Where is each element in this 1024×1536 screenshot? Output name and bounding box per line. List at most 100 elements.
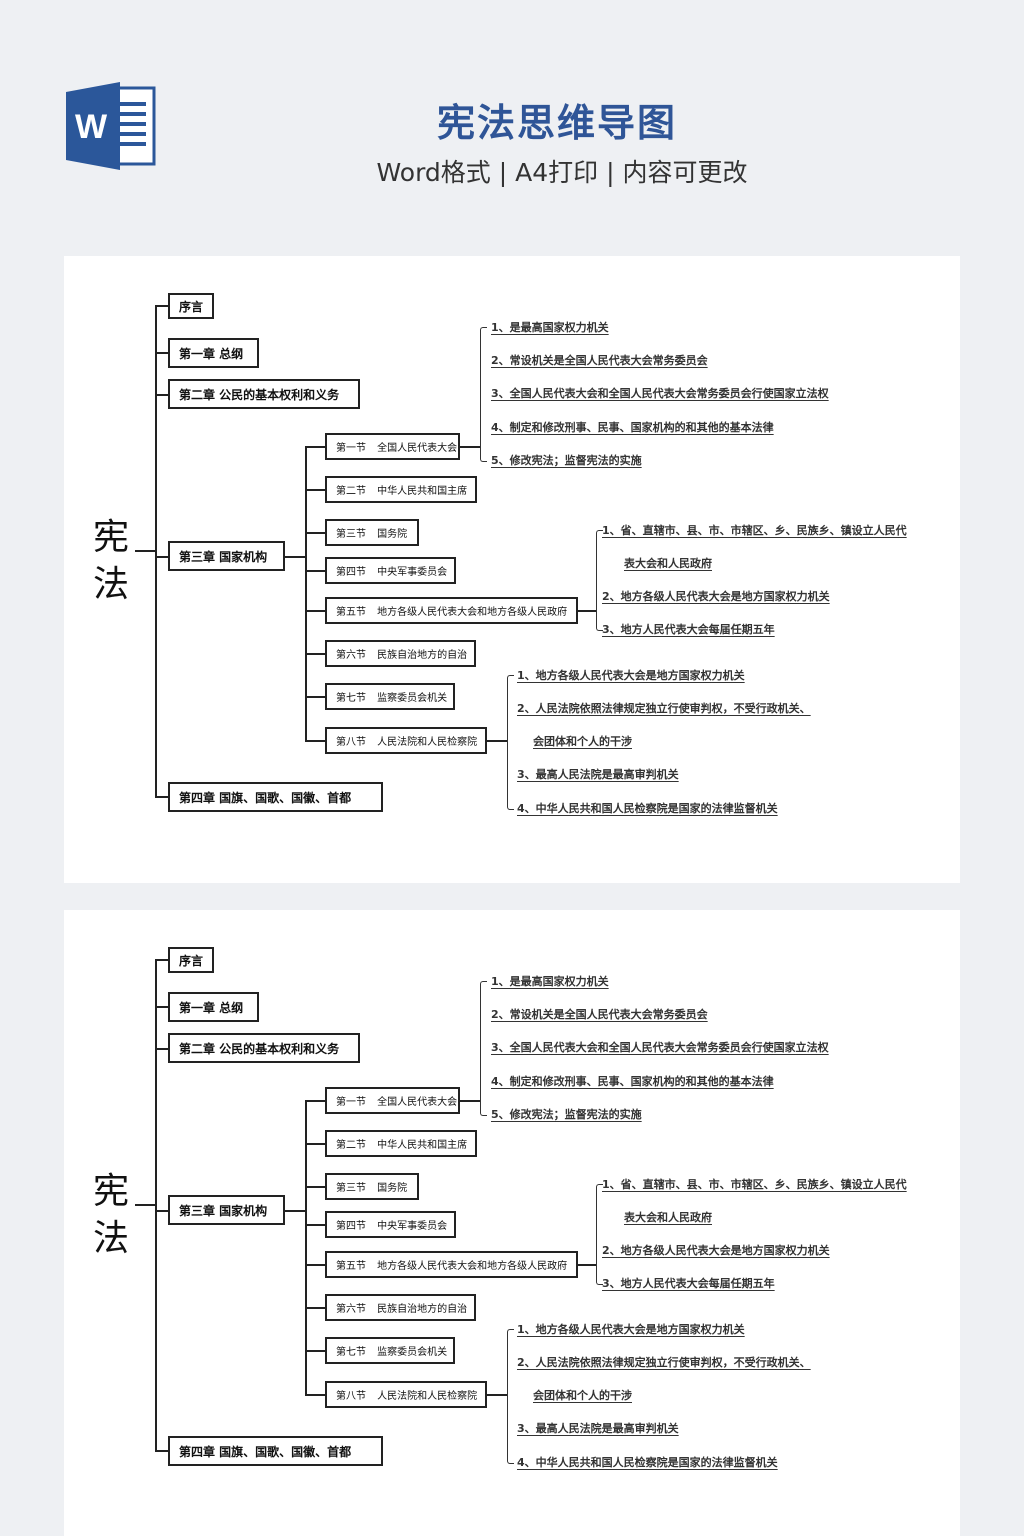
list-item: 5、修改宪法；监督宪法的实施 xyxy=(491,454,642,467)
bracket xyxy=(507,675,514,810)
list-item-continued: 会团体和个人的干涉 xyxy=(533,735,632,748)
section-2: 第二节 中华人民共和国主席 xyxy=(325,476,477,503)
connector xyxy=(305,696,325,698)
list-item: 1、省、直辖市、县、市、市辖区、乡、民族乡、镇设立人民代 xyxy=(602,1178,907,1191)
page-subtitle: Word格式 | A4打印 | 内容可更改 xyxy=(376,158,748,187)
connector xyxy=(305,570,325,572)
bracket xyxy=(480,981,487,1116)
connector xyxy=(305,532,325,534)
section-5: 第五节 地方各级人民代表大会和地方各级人民政府 xyxy=(325,1251,578,1278)
chapter-preface: 序言 xyxy=(168,947,214,973)
section-6: 第六节 民族自治地方的自治 xyxy=(325,640,476,667)
connector xyxy=(155,352,168,354)
chapter-2: 第二章 公民的基本权利和义务 xyxy=(168,1033,360,1063)
connector xyxy=(460,446,480,448)
section-8: 第八节 人民法院和人民检察院 xyxy=(325,1381,487,1408)
section-2: 第二节 中华人民共和国主席 xyxy=(325,1130,477,1157)
bracket xyxy=(480,327,487,462)
connector xyxy=(155,1006,168,1008)
list-item: 1、是最高国家权力机关 xyxy=(491,321,609,334)
list-item: 4、中华人民共和国人民检察院是国家的法律监督机关 xyxy=(517,802,778,815)
connector xyxy=(487,740,507,742)
section-5: 第五节 地方各级人民代表大会和地方各级人民政府 xyxy=(325,597,578,624)
chapter-preface: 序言 xyxy=(168,293,214,319)
section-6: 第六节 民族自治地方的自治 xyxy=(325,1294,476,1321)
bracket xyxy=(596,1184,603,1285)
connector xyxy=(305,1264,325,1266)
chapter-1: 第一章 总纲 xyxy=(168,992,259,1022)
mind-map: 宪法 序言 第一章 总纲 第二章 公民的基本权利和义务 第三章 国家机构 第四章… xyxy=(64,910,960,1536)
list-item: 3、地方人民代表大会每届任期五年 xyxy=(602,623,775,636)
connector xyxy=(305,446,325,448)
connector xyxy=(305,610,325,612)
list-item-continued: 表大会和人民政府 xyxy=(624,557,712,570)
chapter-1: 第一章 总纲 xyxy=(168,338,259,368)
connector xyxy=(155,959,168,961)
list-item: 3、最高人民法院是最高审判机关 xyxy=(517,1422,679,1435)
list-item: 3、最高人民法院是最高审判机关 xyxy=(517,768,679,781)
connector xyxy=(305,1350,325,1352)
section-1: 第一节 全国人民代表大会 xyxy=(325,433,460,460)
list-item: 2、地方各级人民代表大会是地方国家权力机关 xyxy=(602,1244,830,1257)
document-page-1: 宪法 序言 第一章 总纲 第二章 公民的基本权利和义务 第三章 国家机构 第四章… xyxy=(64,256,960,883)
chapter-2: 第二章 公民的基本权利和义务 xyxy=(168,379,360,409)
chapter-4: 第四章 国旗、国歌、国徽、首都 xyxy=(168,782,383,812)
connector xyxy=(305,1307,325,1309)
connector xyxy=(155,1450,168,1452)
connector xyxy=(305,1186,325,1188)
list-item: 1、省、直辖市、县、市、市辖区、乡、民族乡、镇设立人民代 xyxy=(602,524,907,537)
word-icon: W xyxy=(66,82,156,170)
list-item: 3、全国人民代表大会和全国人民代表大会常务委员会行使国家立法权 xyxy=(491,1041,829,1054)
chapter-4: 第四章 国旗、国歌、国徽、首都 xyxy=(168,1436,383,1466)
document-page-2: 宪法 序言 第一章 总纲 第二章 公民的基本权利和义务 第三章 国家机构 第四章… xyxy=(64,910,960,1536)
section-4: 第四节 中央军事委员会 xyxy=(325,557,456,584)
list-item: 4、制定和修改刑事、民事、国家机构的和其他的基本法律 xyxy=(491,1075,774,1088)
connector xyxy=(305,1224,325,1226)
section-4: 第四节 中央军事委员会 xyxy=(325,1211,456,1238)
root-node: 宪法 xyxy=(93,1171,130,1259)
connector xyxy=(578,610,596,612)
list-item: 4、制定和修改刑事、民事、国家机构的和其他的基本法律 xyxy=(491,421,774,434)
page-title: 宪法思维导图 xyxy=(436,101,677,145)
list-item: 2、常设机关是全国人民代表大会常务委员会 xyxy=(491,1008,708,1021)
chapter-3: 第三章 国家机构 xyxy=(168,1195,285,1225)
list-item: 5、修改宪法；监督宪法的实施 xyxy=(491,1108,642,1121)
connector xyxy=(305,653,325,655)
list-item: 1、是最高国家权力机关 xyxy=(491,975,609,988)
list-item: 2、人民法院依照法律规定独立行使审判权，不受行政机关、 xyxy=(517,702,811,715)
svg-text:W: W xyxy=(75,108,108,146)
root-node: 宪法 xyxy=(93,517,130,605)
connector xyxy=(155,556,168,558)
connector xyxy=(305,740,325,742)
connector xyxy=(135,1204,157,1206)
connector xyxy=(305,1143,325,1145)
list-item: 2、地方各级人民代表大会是地方国家权力机关 xyxy=(602,590,830,603)
bracket xyxy=(596,530,603,631)
section-3: 第三节 国务院 xyxy=(325,519,419,546)
section-7: 第七节 监察委员会机关 xyxy=(325,1337,455,1364)
list-item: 1、地方各级人民代表大会是地方国家权力机关 xyxy=(517,1323,745,1336)
main-spine xyxy=(155,960,157,1452)
connector xyxy=(460,1100,480,1102)
connector xyxy=(155,796,168,798)
list-item: 2、人民法院依照法律规定独立行使审判权，不受行政机关、 xyxy=(517,1356,811,1369)
section-1: 第一节 全国人民代表大会 xyxy=(325,1087,460,1114)
connector xyxy=(305,489,325,491)
list-item-continued: 会团体和个人的干涉 xyxy=(533,1389,632,1402)
connector xyxy=(578,1264,596,1266)
section-3: 第三节 国务院 xyxy=(325,1173,419,1200)
connector xyxy=(155,1048,168,1050)
list-item: 3、地方人民代表大会每届任期五年 xyxy=(602,1277,775,1290)
list-item: 3、全国人民代表大会和全国人民代表大会常务委员会行使国家立法权 xyxy=(491,387,829,400)
section-spine xyxy=(305,1100,307,1395)
connector xyxy=(155,394,168,396)
section-8: 第八节 人民法院和人民检察院 xyxy=(325,727,487,754)
bracket xyxy=(507,1329,514,1464)
connector xyxy=(135,550,157,552)
connector xyxy=(155,305,168,307)
list-item: 2、常设机关是全国人民代表大会常务委员会 xyxy=(491,354,708,367)
connector xyxy=(487,1394,507,1396)
connector xyxy=(305,1394,325,1396)
section-7: 第七节 监察委员会机关 xyxy=(325,683,455,710)
connector xyxy=(305,1100,325,1102)
